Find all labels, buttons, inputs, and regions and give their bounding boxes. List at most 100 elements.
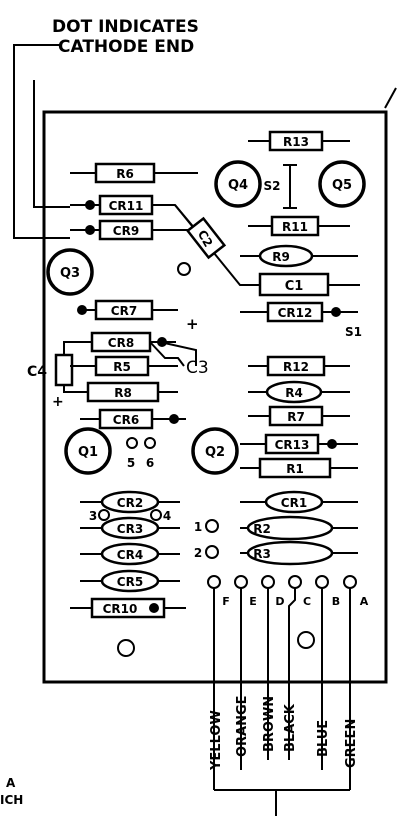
diode-cr3-label: CR3 — [117, 522, 143, 536]
mounting-hole-1 — [177, 262, 191, 276]
diode-cr1: CR1 — [240, 490, 358, 514]
terminal-f: F — [207, 575, 230, 680]
diode-cr11: CR11 — [70, 194, 197, 231]
pad-5 — [126, 437, 138, 449]
transistor-q1-label: Q1 — [78, 445, 98, 460]
diode-cr13-label: CR13 — [275, 438, 310, 452]
resistor-r8: R8 — [70, 381, 178, 403]
resistor-r1: R1 — [240, 457, 358, 479]
diode-cr13: CR13 — [240, 433, 358, 455]
diode-cr9: CR9 — [70, 219, 196, 241]
wire-brown-label: BROWN — [262, 696, 277, 752]
diode-cr3: CR3 — [80, 516, 180, 540]
capacitor-c4-label: C4 — [27, 364, 47, 380]
switch-s1-label: S1 — [345, 325, 362, 339]
diode-cr11-label: CR11 — [109, 199, 144, 213]
resistor-r9-label: R9 — [272, 250, 290, 264]
diode-cr2-label: CR2 — [117, 496, 143, 510]
terminal-b-label: B — [332, 595, 340, 608]
resistor-r2: R2 — [240, 515, 358, 541]
wire-green-label: GREEN — [344, 719, 359, 768]
terminal-b: B — [315, 575, 340, 680]
resistor-r12: R12 — [248, 355, 350, 377]
callout-leader-upper — [33, 80, 70, 208]
diode-cr6-label: CR6 — [113, 413, 139, 427]
diode-cr12-label: CR12 — [278, 306, 313, 320]
resistor-r7-label: R7 — [287, 410, 305, 424]
wire-blue-label: BLUE — [316, 720, 331, 757]
diode-cr6: CR6 — [80, 408, 186, 430]
switch-s2-label: S2 — [264, 179, 281, 193]
resistor-r12-label: R12 — [283, 360, 309, 374]
capacitor-c3-label: C3 — [186, 358, 209, 378]
mounting-hole-3 — [297, 631, 315, 649]
callout-leader-lower — [13, 44, 70, 239]
resistor-r4: R4 — [248, 380, 350, 404]
switch-s2: S2 — [264, 164, 297, 209]
capacitor-c4: C4 + — [27, 341, 92, 410]
resistor-r1-label: R1 — [286, 462, 304, 476]
polarity-plus-2: + — [52, 394, 64, 410]
terminal-d: D — [261, 575, 285, 680]
resistor-r4-label: R4 — [285, 386, 303, 400]
resistor-r11: R11 — [248, 215, 350, 237]
terminal-c-label: C — [303, 595, 311, 608]
capacitor-c3: C3 — [149, 341, 209, 378]
resistor-r2-label: R2 — [253, 522, 271, 536]
pad-6 — [144, 437, 156, 449]
board-edge-mark — [384, 87, 397, 109]
resistor-r7: R7 — [248, 405, 350, 427]
resistor-r9: R9 — [240, 244, 358, 268]
pad-4-label: 4 — [163, 509, 171, 523]
diode-cr8-label: CR8 — [108, 336, 134, 350]
pad-2-label: 2 — [194, 546, 202, 560]
pad-6-label: 6 — [146, 456, 154, 470]
capacitor-c1-label: C1 — [285, 279, 304, 294]
terminal-e-label: E — [249, 595, 257, 608]
diode-cr1-label: CR1 — [281, 496, 307, 510]
capacitor-c1: C1 — [258, 272, 330, 297]
resistor-r11-label: R11 — [282, 220, 308, 234]
resistor-r3-label: R3 — [253, 547, 271, 561]
pad-5-label: 5 — [127, 456, 135, 470]
diode-cr2: CR2 — [80, 490, 180, 514]
pad-2 — [205, 545, 219, 559]
terminal-d-label: D — [275, 595, 284, 608]
resistor-r5: R5 — [70, 355, 178, 377]
transistor-q4-label: Q4 — [228, 178, 248, 193]
diode-cr4-label: CR4 — [117, 548, 143, 562]
diode-cr5: CR5 — [80, 569, 180, 593]
resistor-r6-label: R6 — [116, 167, 134, 181]
footer-line-2: ICH — [0, 793, 23, 807]
polarity-plus-1: + — [186, 315, 199, 333]
resistor-r13-label: R13 — [283, 135, 309, 149]
pad-1-label: 1 — [194, 520, 202, 534]
terminal-c: C — [288, 575, 311, 680]
terminal-e: E — [234, 575, 257, 680]
resistor-r13: R13 — [248, 130, 350, 152]
transistor-q5-label: Q5 — [332, 178, 352, 193]
wire-black-label: BLACK — [283, 703, 298, 752]
wire-harness — [213, 680, 351, 816]
terminal-a: A — [343, 575, 369, 680]
resistor-r3: R3 — [240, 540, 358, 566]
transistor-q3-label: Q3 — [60, 266, 80, 281]
diode-cr12: CR12 — [240, 301, 358, 323]
capacitor-c2: C2 — [174, 204, 360, 286]
pad-3-label: 3 — [89, 509, 97, 523]
wire-orange-label: ORANGE — [235, 695, 250, 757]
transistor-q2-label: Q2 — [205, 445, 225, 460]
resistor-r6: R6 — [70, 162, 198, 184]
diode-cr4: CR4 — [80, 542, 180, 566]
diode-cr10-label: CR10 — [103, 602, 138, 616]
diode-cr10: CR10 — [70, 597, 186, 619]
transistor-q1: Q1 — [64, 427, 112, 475]
resistor-r8-label: R8 — [114, 386, 132, 400]
transistor-q2: Q2 — [191, 427, 239, 475]
diode-cr7: CR7 — [77, 299, 178, 321]
mounting-hole-2 — [117, 639, 135, 657]
terminal-f-label: F — [222, 595, 230, 608]
callout-line-1: DOT INDICATES — [52, 17, 199, 37]
resistor-r5-label: R5 — [113, 360, 131, 374]
